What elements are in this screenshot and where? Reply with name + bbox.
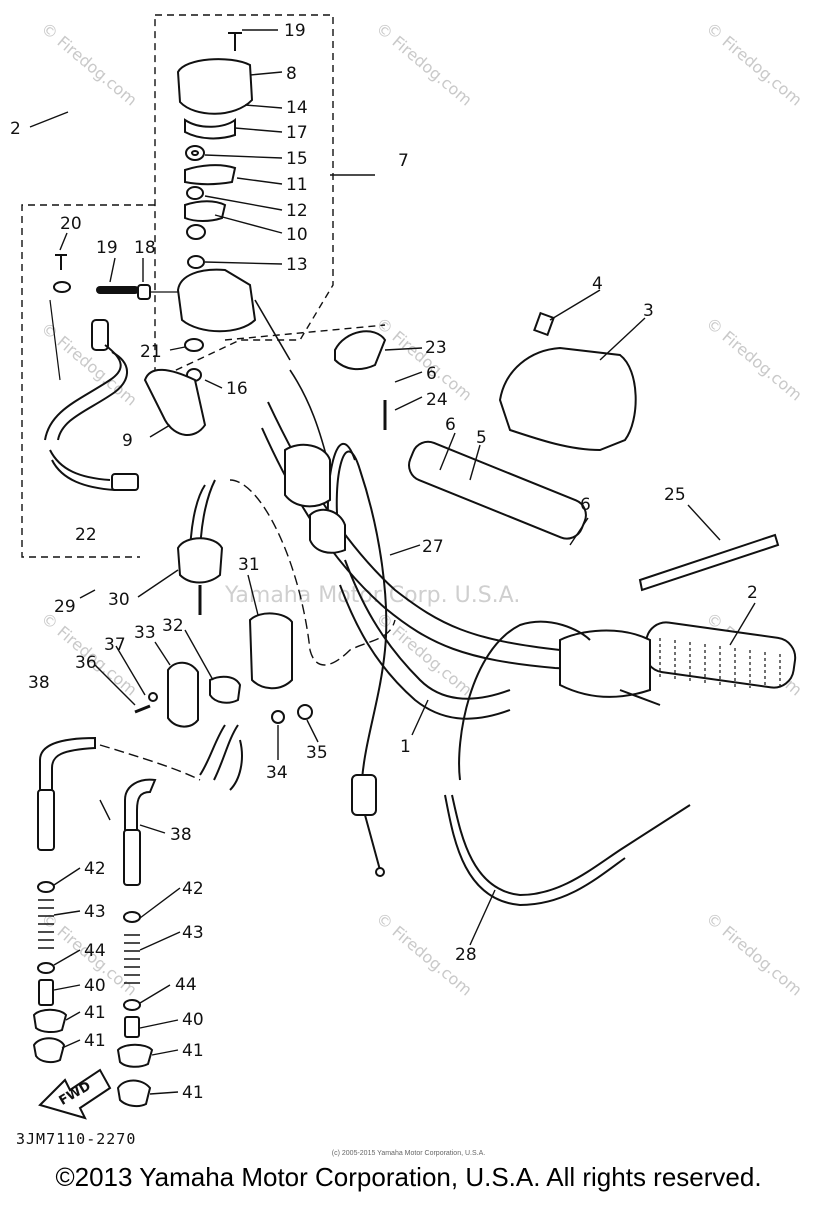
small-copyright: (c) 2005-2015 Yamaha Motor Corporation, …	[331, 1150, 486, 1157]
callout-38: 38	[28, 673, 50, 693]
callout-43-b: 43	[182, 923, 204, 943]
handlebar-group	[254, 299, 797, 907]
harness-38-right	[124, 778, 157, 830]
callout-4: 4	[592, 274, 603, 294]
callout-40: 41	[84, 1003, 106, 1023]
callout-6-c: 6	[580, 495, 591, 515]
part-code: 3JM7110-2270	[16, 1130, 137, 1148]
callout-44-b: 44	[175, 975, 197, 995]
cable-27	[335, 450, 388, 781]
callout-2-b: 2	[747, 583, 758, 603]
callout-3: 3	[643, 301, 654, 321]
callout-6-b: 6	[445, 415, 456, 435]
callout-43: 43	[84, 902, 106, 922]
callout-11: 11	[286, 175, 308, 195]
part-throttle-housing	[176, 268, 257, 333]
part-41-right	[116, 1079, 152, 1108]
callout-7: 7	[398, 151, 409, 171]
callout-14: 14	[286, 98, 308, 118]
callout-19: 19	[284, 21, 306, 41]
callout-19-b: 19	[96, 238, 118, 258]
callout-39-b: 40	[182, 1010, 204, 1030]
callout-33: 33	[134, 623, 156, 643]
callout-12: 12	[286, 201, 308, 221]
watermark-text: © Firedog.com	[372, 314, 475, 405]
callout-17: 17	[286, 123, 308, 143]
watermark-text: © Firedog.com	[702, 909, 805, 1000]
callout-13: 13	[286, 255, 308, 275]
callout-9: 9	[122, 431, 133, 451]
callout-16: 16	[226, 379, 248, 399]
callout-31: 31	[238, 555, 260, 575]
callout-39: 40	[84, 976, 106, 996]
grip-5	[408, 440, 587, 540]
footer-copyright: ©2013 Yamaha Motor Corporation, U.S.A. A…	[55, 1162, 762, 1192]
watermark-text: © Firedog.com	[37, 19, 140, 110]
callout-6: 6	[426, 364, 437, 384]
callout-24: 23	[425, 338, 447, 358]
part-40-left	[32, 1008, 68, 1034]
part-30	[176, 537, 224, 584]
callout-44: 44	[84, 941, 106, 961]
callout-36: 36	[75, 653, 97, 673]
callout-5: 5	[476, 428, 487, 448]
watermark-text: © Firedog.com	[702, 19, 805, 110]
callout-42-b: 42	[182, 879, 204, 899]
cable-28	[458, 620, 591, 781]
part-31	[248, 612, 293, 690]
switch-left-parts	[99, 479, 396, 791]
fwd-arrow	[38, 1068, 112, 1120]
callout-29: 29	[54, 597, 76, 617]
callout-10: 10	[286, 225, 308, 245]
callout-34: 34	[266, 763, 288, 783]
callout-23: 25	[664, 485, 686, 505]
watermark-text: © Firedog.com	[372, 609, 475, 700]
leader-lines	[29, 29, 756, 1095]
callout-2: 2	[10, 119, 21, 139]
part-41-left	[32, 1037, 66, 1064]
connector-parts	[32, 736, 157, 1120]
callout-25: 24	[426, 390, 448, 410]
watermark-text: © Firedog.com	[372, 19, 475, 110]
callout-labels: 2 19 8 14 17 15 7 11 12 10 13 20 19 18 2…	[10, 21, 758, 1109]
callout-35: 35	[306, 743, 328, 763]
callout-38-b: 38	[170, 825, 192, 845]
callout-1: 1	[400, 737, 411, 757]
throttle-assembly-box	[21, 204, 155, 558]
callout-41: 41	[84, 1031, 106, 1051]
watermarks: © Firedog.com © Firedog.com © Firedog.co…	[37, 19, 805, 1000]
callout-22: 22	[75, 525, 97, 545]
callout-30: 30	[108, 590, 130, 610]
callout-32: 32	[162, 616, 184, 636]
callout-20: 20	[60, 214, 82, 234]
part-3	[498, 346, 637, 452]
harness-38-left	[39, 736, 96, 790]
callout-37: 37	[104, 635, 126, 655]
callout-28: 28	[455, 945, 477, 965]
callout-21: 21	[140, 342, 162, 362]
switch-parts	[44, 32, 257, 491]
watermark-text: © Firedog.com	[702, 314, 805, 405]
callout-8: 8	[286, 64, 297, 84]
callout-41-b: 41	[182, 1083, 204, 1103]
part-8	[176, 58, 254, 115]
callout-18: 18	[134, 238, 156, 258]
callout-27: 27	[422, 537, 444, 557]
part-9	[143, 368, 207, 436]
callout-40-b: 41	[182, 1041, 204, 1061]
callout-42: 42	[84, 859, 106, 879]
part-40-right	[116, 1043, 154, 1068]
part-33	[167, 661, 199, 728]
callout-15: 15	[286, 149, 308, 169]
